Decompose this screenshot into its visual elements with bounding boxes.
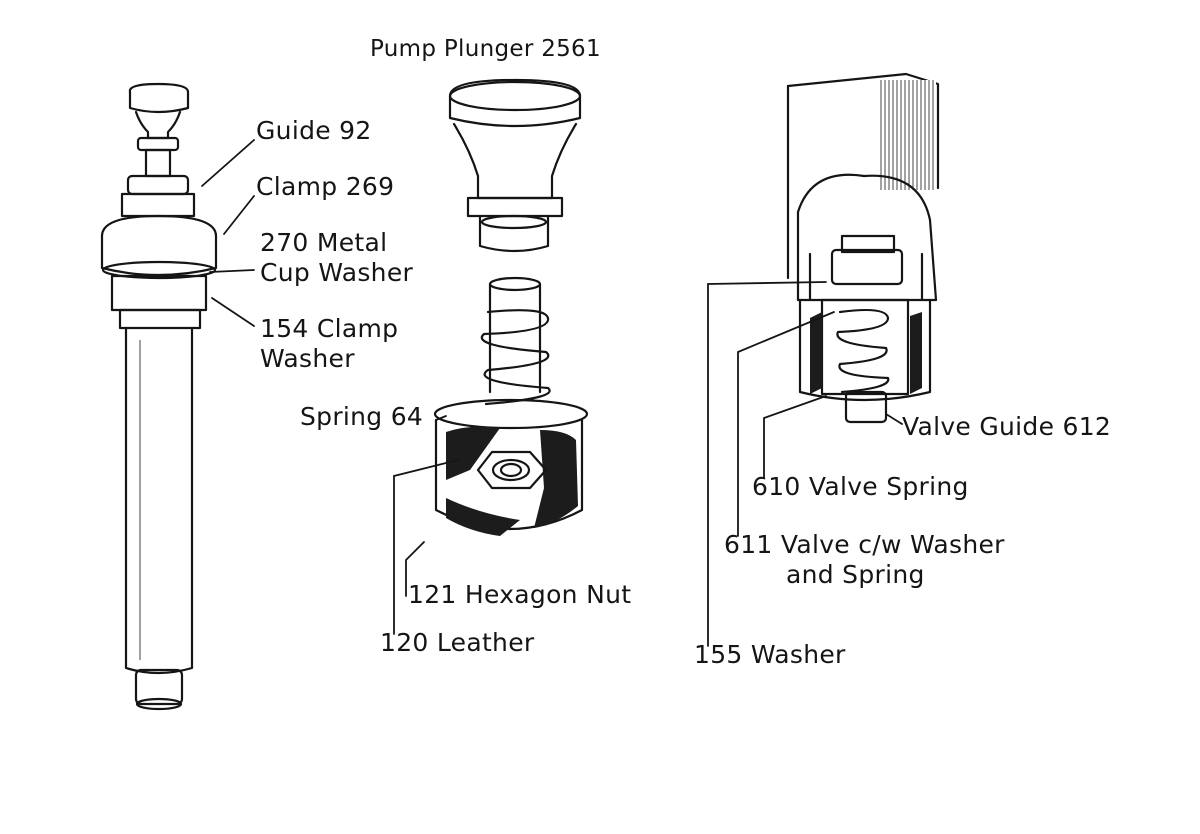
valve-disc	[830, 248, 904, 286]
label-metal-cup-washer-line2: Cup Washer	[260, 258, 414, 287]
valve-spring-leader	[763, 395, 827, 479]
plunger-rod	[488, 276, 542, 394]
hexagon-nut-part	[476, 450, 548, 490]
spring-leader	[435, 415, 447, 421]
guide-leader	[201, 139, 255, 187]
washer-155-leader	[707, 281, 827, 647]
valve-spring-part	[836, 308, 890, 394]
label-hexagon-nut: 121 Hexagon Nut	[408, 580, 632, 609]
pump-barrel	[124, 326, 194, 675]
label-leather: 120 Leather	[380, 628, 535, 657]
clamp-leader	[223, 195, 255, 235]
guide-part	[126, 174, 190, 196]
label-valve-cw-line1: 611 Valve c/w Washer	[724, 530, 1005, 559]
label-metal-cup-washer-line1: 270 Metal	[260, 228, 388, 257]
label-valve-cw-line2: and Spring	[786, 560, 925, 589]
pump-plunger-part	[448, 78, 582, 253]
clamp-part	[100, 214, 218, 277]
assembled-pump	[100, 82, 218, 711]
label-spring: Spring 64	[300, 402, 424, 431]
metal-cup-washer-leader	[209, 269, 255, 273]
valve-guide-part	[844, 390, 888, 424]
valve-guide-leader	[885, 413, 903, 425]
label-washer-155: 155 Washer	[694, 640, 846, 669]
label-clamp-washer-line1: 154 Clamp	[260, 314, 399, 343]
label-clamp: Clamp 269	[256, 172, 395, 201]
barrel-bottom-cap	[134, 668, 184, 706]
label-valve-guide: Valve Guide 612	[902, 412, 1112, 441]
spring-64-part	[480, 309, 551, 406]
label-guide: Guide 92	[256, 116, 372, 145]
thread-section	[110, 274, 208, 312]
leather-cup-part	[433, 398, 589, 536]
leather-leader	[393, 459, 459, 635]
pump-knob	[128, 82, 190, 178]
label-valve-spring: 610 Valve Spring	[752, 472, 969, 501]
clamp-washer-leader	[211, 297, 255, 327]
label-pump-plunger: Pump Plunger 2561	[370, 36, 601, 62]
label-clamp-washer-line2: Washer	[260, 344, 355, 373]
valve-cw-leader	[737, 311, 835, 537]
valve-assembly-section	[786, 72, 940, 424]
hexagon-nut-leader	[405, 541, 425, 597]
